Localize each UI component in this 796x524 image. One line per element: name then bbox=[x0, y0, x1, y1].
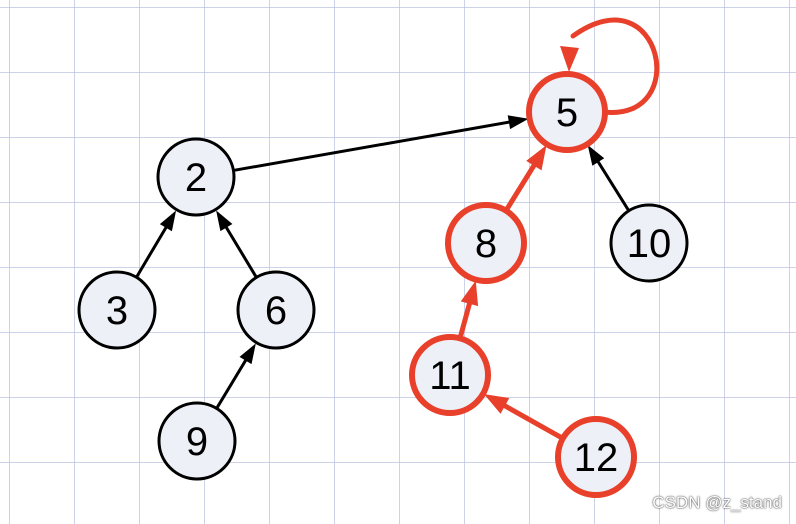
node-label: 10 bbox=[627, 222, 672, 266]
node-circle bbox=[555, 416, 637, 498]
edge-12-to-11 bbox=[484, 394, 566, 441]
node-10: 10 bbox=[609, 203, 689, 283]
node-circle bbox=[409, 334, 491, 416]
node-label: 9 bbox=[186, 420, 208, 464]
node-circle bbox=[526, 71, 608, 153]
node-label: 8 bbox=[475, 222, 497, 266]
edge-9-to-6 bbox=[215, 343, 256, 410]
nodes-layer: 2 3 6 9 5 8 10 11 12 bbox=[77, 71, 689, 498]
node-circle bbox=[609, 203, 689, 283]
node-label: 3 bbox=[106, 289, 128, 333]
node-circle bbox=[236, 270, 316, 350]
edge-11-to-8 bbox=[457, 280, 479, 341]
node-label: 2 bbox=[185, 156, 207, 200]
edges-layer bbox=[134, 17, 660, 441]
node-5: 5 bbox=[526, 71, 608, 153]
node-6: 6 bbox=[236, 270, 316, 350]
edge-8-to-5 bbox=[503, 145, 547, 214]
node-label: 6 bbox=[265, 289, 287, 333]
node-label: 5 bbox=[556, 91, 578, 135]
node-circle bbox=[77, 270, 157, 350]
edge-5-to-5 bbox=[560, 17, 660, 115]
node-3: 3 bbox=[77, 270, 157, 350]
edge-10-to-5 bbox=[587, 145, 631, 213]
node-9: 9 bbox=[157, 401, 237, 481]
node-label: 11 bbox=[429, 354, 471, 398]
edge-6-to-2 bbox=[216, 210, 258, 279]
edge-3-to-2 bbox=[134, 210, 177, 279]
node-circle bbox=[157, 401, 237, 481]
node-circle bbox=[445, 202, 527, 284]
edge-2-to-5 bbox=[231, 115, 529, 172]
node-2: 2 bbox=[156, 137, 236, 217]
node-8: 8 bbox=[445, 202, 527, 284]
watermark: CSDN @z_stand bbox=[652, 493, 782, 512]
node-label: 12 bbox=[574, 436, 619, 480]
node-12: 12 bbox=[555, 416, 637, 498]
node-11: 11 bbox=[409, 334, 491, 416]
node-circle bbox=[156, 137, 236, 217]
